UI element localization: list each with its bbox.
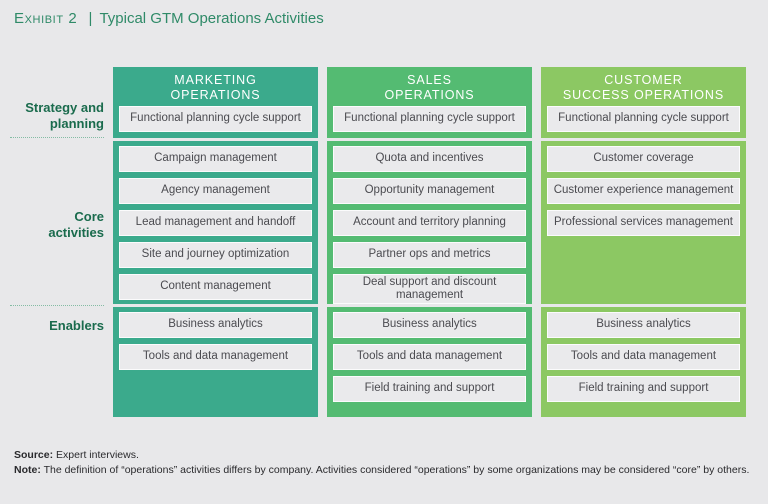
activity-box: Opportunity management (333, 178, 526, 204)
source-line: Source: Expert interviews. (14, 448, 756, 463)
dotted-divider-core-enablers (10, 305, 104, 306)
column-marketing-operations: MARKETING OPERATIONS Functional planning… (113, 67, 318, 417)
activity-box: Business analytics (547, 312, 740, 338)
sales-enablers-block: Business analytics Tools and data manage… (327, 307, 532, 417)
note-text: The definition of “operations” activitie… (40, 463, 750, 476)
source-label: Source: (14, 449, 54, 461)
activity-box: Customer experience management (547, 178, 740, 204)
activity-box: Field training and support (547, 376, 740, 402)
row-label-strategy: Strategy and planning (25, 100, 104, 131)
marketing-core-block: Campaign management Agency management Le… (113, 141, 318, 304)
activity-box: Business analytics (119, 312, 312, 338)
activity-box: Deal support and discount management (333, 274, 526, 304)
activity-box: Partner ops and metrics (333, 242, 526, 268)
activity-box: Professional services management (547, 210, 740, 236)
activity-box: Content management (119, 274, 312, 300)
activity-box: Agency management (119, 178, 312, 204)
marketing-strategy-block: MARKETING OPERATIONS Functional planning… (113, 67, 318, 138)
activity-box: Functional planning cycle support (333, 106, 526, 132)
customer-success-enablers-block: Business analytics Tools and data manage… (541, 307, 746, 417)
sales-core-block: Quota and incentives Opportunity managem… (327, 141, 532, 304)
activity-box: Tools and data management (119, 344, 312, 370)
dotted-divider-strategy-core (10, 137, 104, 138)
activity-box: Field training and support (333, 376, 526, 402)
exhibit-label: Exhibit 2 (14, 10, 78, 27)
activity-box: Tools and data management (333, 344, 526, 370)
note-label: Note: (14, 463, 41, 476)
title-text: Typical GTM Operations Activities (99, 10, 324, 27)
column-sales-operations: SALES OPERATIONS Functional planning cyc… (327, 67, 532, 417)
activity-box: Lead management and handoff (119, 210, 312, 236)
marketing-column-header: MARKETING OPERATIONS (170, 72, 261, 102)
row-label-enablers: Enablers (49, 318, 104, 333)
activity-box: Functional planning cycle support (119, 106, 312, 132)
customer-success-core-block: Customer coverage Customer experience ma… (541, 141, 746, 304)
activity-box: Quota and incentives (333, 146, 526, 172)
source-text: Expert interviews. (53, 449, 139, 461)
customer-success-column-header: CUSTOMER SUCCESS OPERATIONS (562, 72, 725, 102)
customer-success-strategy-block: CUSTOMER SUCCESS OPERATIONS Functional p… (541, 67, 746, 138)
activity-box: Functional planning cycle support (547, 106, 740, 132)
marketing-enablers-block: Business analytics Tools and data manage… (113, 307, 318, 417)
title-separator: | (88, 10, 93, 27)
activity-box: Tools and data management (547, 344, 740, 370)
activity-box: Customer coverage (547, 146, 740, 172)
activity-box: Business analytics (333, 312, 526, 338)
activity-box: Account and territory planning (333, 210, 526, 236)
note-line: Note: The definition of “operations” act… (14, 463, 756, 478)
activity-box: Site and journey optimization (119, 242, 312, 268)
sales-strategy-block: SALES OPERATIONS Functional planning cyc… (327, 67, 532, 138)
column-customer-success-operations: CUSTOMER SUCCESS OPERATIONS Functional p… (541, 67, 746, 417)
sales-column-header: SALES OPERATIONS (384, 72, 475, 102)
activity-box: Campaign management (119, 146, 312, 172)
footer-notes: Source: Expert interviews. Note: The def… (14, 448, 756, 478)
page-title: Exhibit 2 | Typical GTM Operations Activi… (14, 10, 324, 27)
row-label-core: Core activities (48, 209, 104, 240)
